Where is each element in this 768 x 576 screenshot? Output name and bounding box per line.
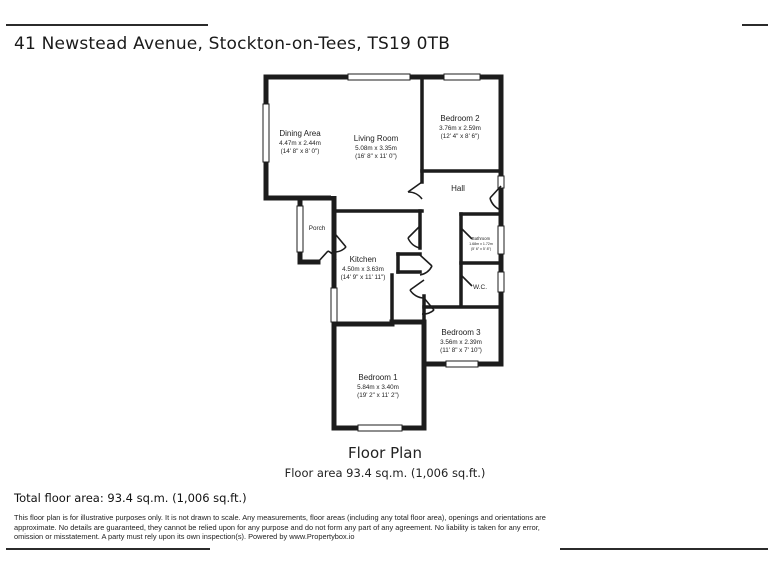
bedroom-3-name: Bedroom 3 <box>441 328 481 337</box>
dining-area-name: Dining Area <box>279 129 321 138</box>
kitchen-metric: 4.50m x 3.63m <box>342 266 384 273</box>
bedroom-1-imperial: (19' 2" x 11' 2") <box>357 392 399 399</box>
hall-name: Hall <box>451 184 465 193</box>
doors <box>317 181 502 315</box>
kitchen-imperial: (14' 9" x 11' 11") <box>341 274 386 281</box>
windows <box>262 73 505 432</box>
bottom-right-rule <box>560 548 768 550</box>
bedroom-2-metric: 3.76m x 2.59m <box>439 125 481 132</box>
dining-area-imperial: (14' 8" x 8' 0") <box>281 148 320 155</box>
bottom-left-rule <box>6 548 210 550</box>
floor-plan-title: Floor Plan <box>348 444 422 462</box>
kitchen-name: Kitchen <box>350 255 377 264</box>
total-floor-area: Total floor area: 93.4 sq.m. (1,006 sq.f… <box>14 491 247 505</box>
bedroom-2-name: Bedroom 2 <box>440 114 480 123</box>
top-left-rule <box>6 24 208 26</box>
bedroom-3-metric: 3.56m x 2.39m <box>440 339 482 346</box>
room-labels: Dining Area 4.47m x 2.44m (14' 8" x 8' 0… <box>279 114 493 399</box>
wc-name: W.C. <box>473 284 487 291</box>
bedroom-1-name: Bedroom 1 <box>358 373 398 382</box>
bathroom-name: Bathroom <box>472 236 491 241</box>
top-right-rule <box>742 24 768 26</box>
property-address: 41 Newstead Avenue, Stockton-on-Tees, TS… <box>14 34 451 54</box>
living-room-metric: 5.08m x 3.35m <box>355 145 397 152</box>
bathroom-metric: 1.68m x 1.72m <box>469 242 493 246</box>
disclaimer-text: This floor plan is for illustrative purp… <box>14 513 546 542</box>
bedroom-3-imperial: (11' 8" x 7' 10") <box>440 347 482 354</box>
dining-area-metric: 4.47m x 2.44m <box>279 140 321 147</box>
bedroom-1-metric: 5.84m x 3.40m <box>357 384 399 391</box>
porch-name: Porch <box>309 225 326 232</box>
living-room-name: Living Room <box>354 134 399 143</box>
interior-walls <box>298 77 503 324</box>
living-room-imperial: (16' 8" x 11' 0") <box>355 153 397 160</box>
floor-area-line: Floor area 93.4 sq.m. (1,006 sq.ft.) <box>284 466 486 480</box>
bedroom-2-imperial: (12' 4" x 8' 6") <box>441 133 480 140</box>
bathroom-imperial: (5' 6" x 5' 8") <box>471 247 491 251</box>
